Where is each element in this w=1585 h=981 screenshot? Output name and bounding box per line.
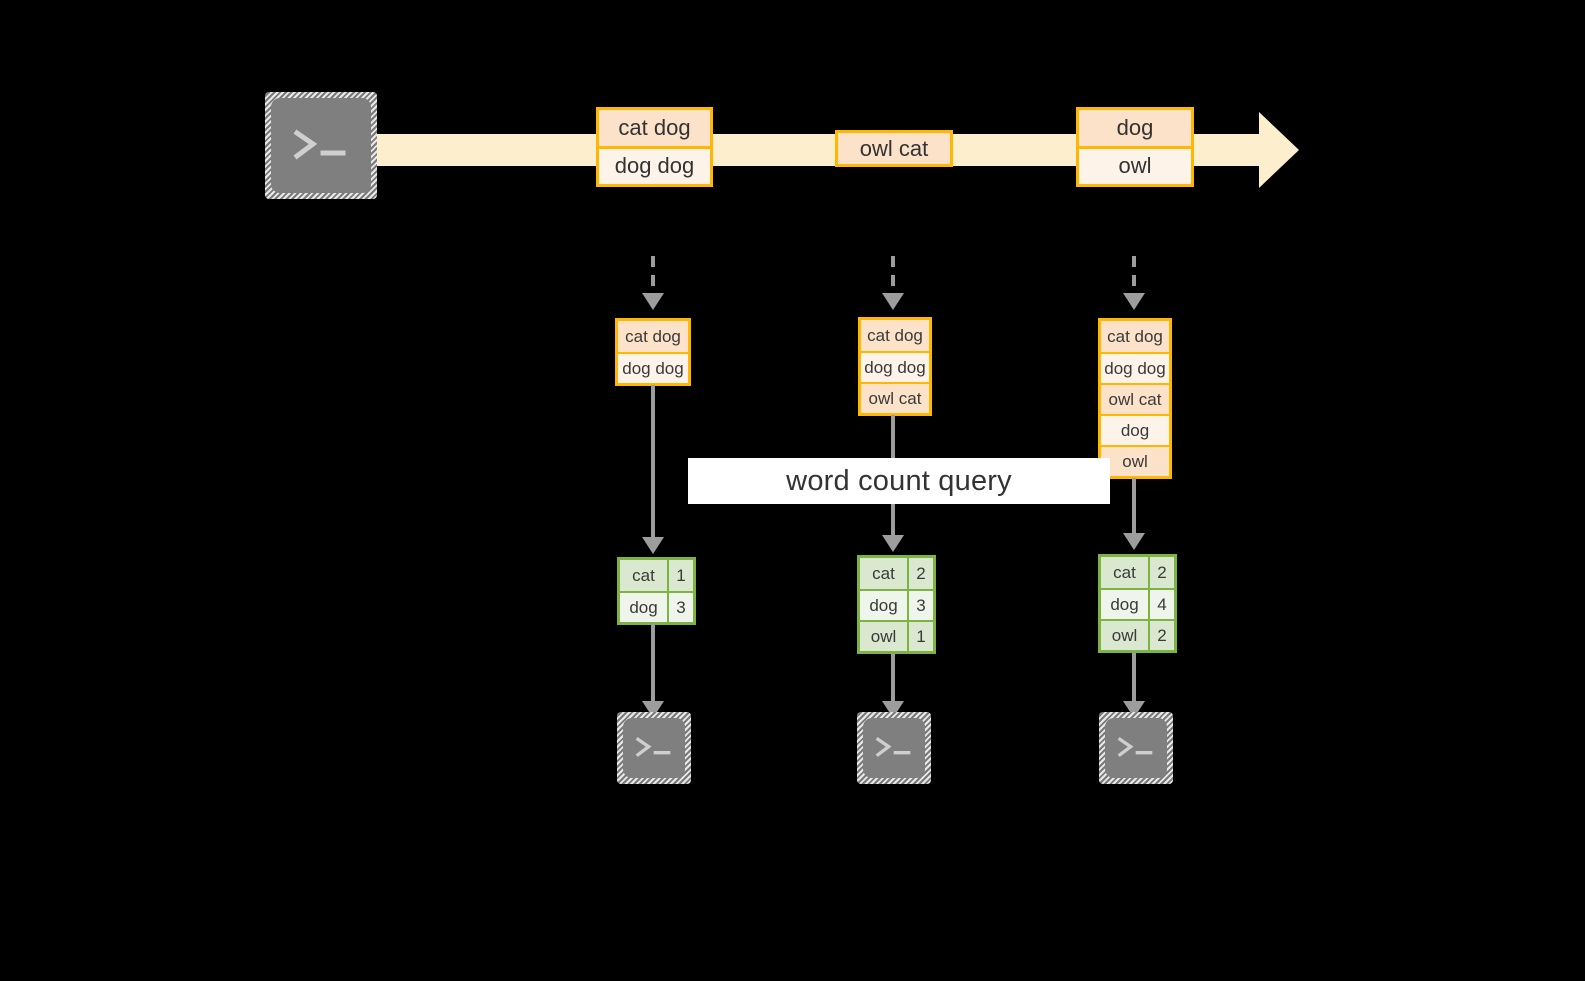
table-row: owl 2 <box>1101 619 1174 650</box>
sink-terminal-icon-2[interactable] <box>857 712 931 784</box>
input-row: cat dog <box>861 320 929 351</box>
input-row: dog <box>1101 414 1169 445</box>
prompt-glyph-icon <box>1117 737 1153 757</box>
input-row: dog dog <box>861 351 929 382</box>
table-row: cat 2 <box>860 558 933 589</box>
sink-terminal-icon-1[interactable] <box>617 712 691 784</box>
table-row: dog 4 <box>1101 588 1174 619</box>
table-row: dog 3 <box>860 589 933 620</box>
input-row: dog dog <box>618 352 688 383</box>
query-connector-arrowhead-1 <box>642 537 664 554</box>
prompt-glyph-icon <box>635 737 671 757</box>
word-cell: cat <box>1101 557 1148 588</box>
stream-message-3[interactable]: dog owl <box>1076 107 1194 187</box>
count-cell: 2 <box>1148 557 1174 588</box>
word-count-table-2[interactable]: cat 2 dog 3 owl 1 <box>857 555 936 654</box>
source-terminal-icon[interactable] <box>265 92 377 199</box>
word-count-table-3[interactable]: cat 2 dog 4 owl 2 <box>1098 554 1177 653</box>
table-row: owl 1 <box>860 620 933 651</box>
snapshot-input-table-1[interactable]: cat dog dog dog <box>615 318 691 386</box>
snapshot-trigger-arrowhead-1 <box>642 293 664 310</box>
count-cell: 2 <box>907 558 933 589</box>
stream-message-2[interactable]: owl cat <box>835 130 953 167</box>
snapshot-input-table-2[interactable]: cat dog dog dog owl cat <box>858 317 932 416</box>
terminal-screen <box>863 718 925 778</box>
stream-message-line: dog <box>1079 110 1191 146</box>
query-connector-1 <box>651 385 655 540</box>
query-label-text: word count query <box>786 464 1012 497</box>
stream-message-line: dog dog <box>599 145 710 184</box>
input-row: cat dog <box>1101 321 1169 352</box>
word-cell: owl <box>1101 621 1148 650</box>
stream-message-line: owl <box>1079 145 1191 184</box>
table-row: cat 1 <box>620 560 693 591</box>
count-cell: 1 <box>667 560 693 591</box>
sink-connector-1 <box>651 624 655 704</box>
prompt-glyph-icon <box>293 129 346 159</box>
count-cell: 3 <box>667 593 693 622</box>
word-cell: owl <box>860 622 907 651</box>
input-row: owl cat <box>861 382 929 413</box>
snapshot-trigger-arrowhead-2 <box>882 293 904 310</box>
snapshot-trigger-line-2 <box>891 256 895 296</box>
query-connector-arrowhead-2 <box>882 535 904 552</box>
snapshot-trigger-arrowhead-3 <box>1123 293 1145 310</box>
stream-arrowhead <box>1259 112 1299 188</box>
stream-message-line: owl cat <box>838 133 950 164</box>
word-cell: dog <box>860 591 907 620</box>
table-row: dog 3 <box>620 591 693 622</box>
query-connector-arrowhead-3 <box>1123 533 1145 550</box>
count-cell: 4 <box>1148 590 1174 619</box>
count-cell: 1 <box>907 622 933 651</box>
sink-connector-2 <box>891 654 895 704</box>
snapshot-trigger-line-1 <box>651 256 655 296</box>
word-cell: dog <box>1101 590 1148 619</box>
sink-terminal-icon-3[interactable] <box>1099 712 1173 784</box>
input-row: cat dog <box>618 321 688 352</box>
terminal-screen <box>623 718 685 778</box>
input-row: owl <box>1101 445 1169 476</box>
query-label-band: word count query <box>688 458 1110 504</box>
word-cell: cat <box>860 558 907 589</box>
input-row: dog dog <box>1101 352 1169 383</box>
snapshot-trigger-line-3 <box>1132 256 1136 296</box>
word-cell: dog <box>620 593 667 622</box>
terminal-screen <box>1105 718 1167 778</box>
stream-message-line: cat dog <box>599 110 710 146</box>
table-row: cat 2 <box>1101 557 1174 588</box>
sink-connector-3 <box>1132 653 1136 704</box>
snapshot-input-table-3[interactable]: cat dog dog dog owl cat dog owl <box>1098 318 1172 479</box>
terminal-screen <box>271 98 371 193</box>
word-count-table-1[interactable]: cat 1 dog 3 <box>617 557 696 625</box>
input-row: owl cat <box>1101 383 1169 414</box>
query-connector-3 <box>1132 478 1136 536</box>
stream-message-1[interactable]: cat dog dog dog <box>596 107 713 187</box>
count-cell: 3 <box>907 591 933 620</box>
prompt-glyph-icon <box>875 737 911 757</box>
word-cell: cat <box>620 560 667 591</box>
count-cell: 2 <box>1148 621 1174 650</box>
